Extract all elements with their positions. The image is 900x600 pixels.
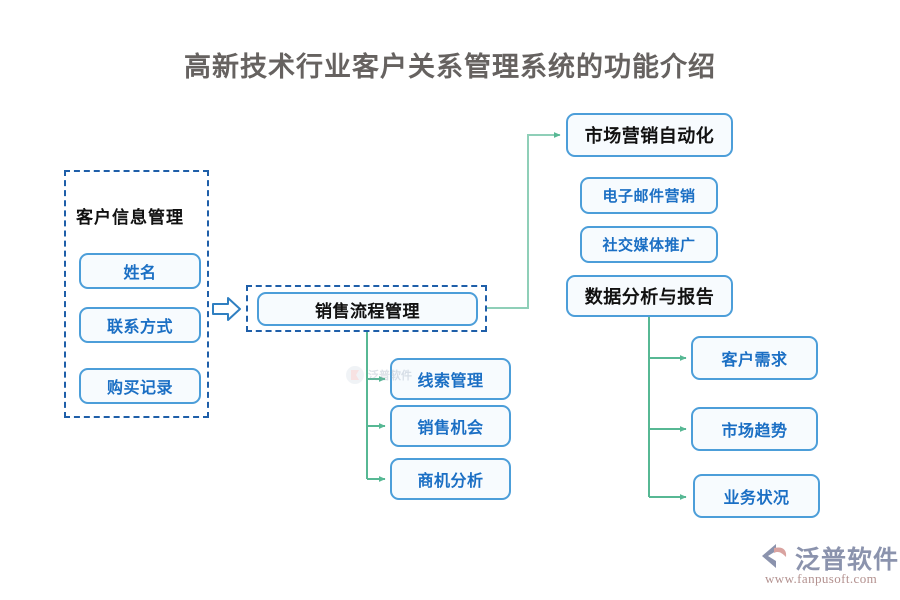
page-title: 高新技术行业客户关系管理系统的功能介绍 — [184, 52, 716, 82]
center-watermark-label: 泛普软件 — [368, 370, 412, 382]
node-email-marketing[interactable]: 电子邮件营销 — [580, 177, 718, 214]
node-name[interactable]: 姓名 — [79, 253, 201, 289]
link-sales-children — [366, 332, 386, 482]
group-customer-info-heading: 客户信息管理 — [76, 208, 184, 227]
brand-logo-name: 泛普软件 — [795, 546, 900, 574]
group-sales-process-heading[interactable]: 销售流程管理 — [257, 292, 478, 326]
node-market-trend[interactable]: 市场趋势 — [691, 407, 818, 451]
node-purchase-record[interactable]: 购买记录 — [79, 368, 201, 404]
center-watermark: 泛普软件 — [345, 362, 450, 388]
link-sales-to-marketing — [487, 132, 561, 309]
group-analytics-heading[interactable]: 数据分析与报告 — [566, 275, 733, 317]
node-customer-demand[interactable]: 客户需求 — [691, 336, 818, 380]
link-analytics-children — [648, 317, 687, 500]
flow-arrow-icon — [212, 297, 241, 321]
node-social-media-promotion[interactable]: 社交媒体推广 — [580, 226, 718, 263]
group-sales-process — [246, 285, 487, 332]
watermark-logo-icon — [346, 366, 364, 384]
node-sales-opportunity[interactable]: 销售机会 — [390, 405, 511, 447]
brand-logo: 泛普软件 www.fanpusoft.com — [757, 540, 898, 592]
group-marketing-heading[interactable]: 市场营销自动化 — [566, 113, 733, 157]
node-contact[interactable]: 联系方式 — [79, 307, 201, 343]
brand-logo-icon — [762, 544, 787, 568]
node-opportunity-analysis[interactable]: 商机分析 — [390, 458, 511, 500]
node-lead-management[interactable]: 线索管理 — [390, 358, 511, 400]
brand-logo-url: www.fanpusoft.com — [765, 571, 878, 586]
node-business-status[interactable]: 业务状况 — [693, 474, 820, 518]
group-customer-info — [64, 170, 209, 418]
